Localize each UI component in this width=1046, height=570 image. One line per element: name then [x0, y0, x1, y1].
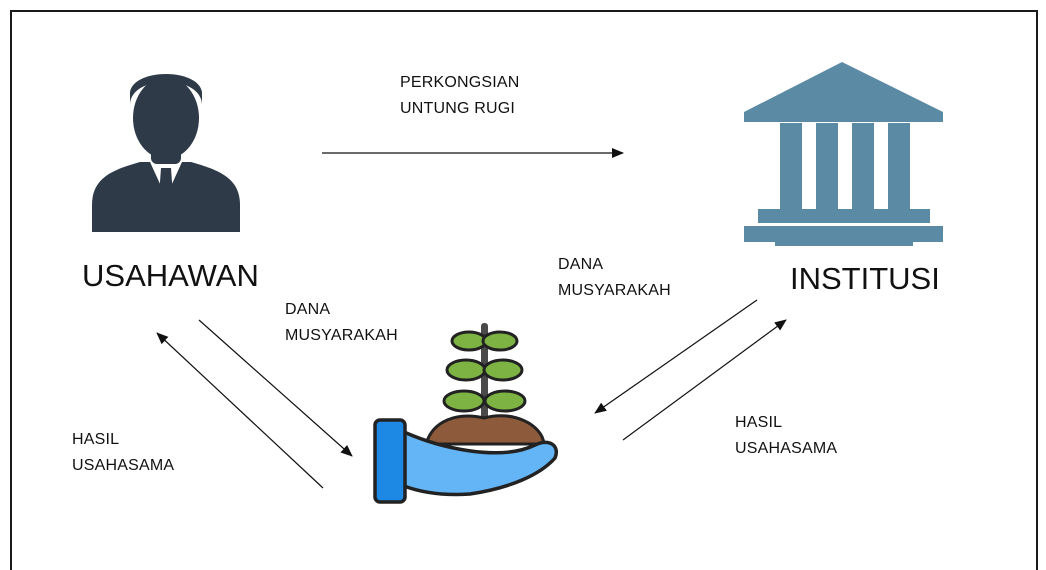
- result-right-label: HASIL USAHASAMA: [735, 410, 837, 462]
- profit-sharing-line1: PERKONGSIAN: [400, 74, 520, 91]
- fund-left-line2: MUSYARAKAH: [285, 327, 398, 344]
- profit-sharing-label: PERKONGSIAN UNTUNG RUGI: [400, 70, 520, 122]
- arrow-fund-left: [198, 319, 353, 457]
- fund-left-line1: DANA: [285, 301, 331, 318]
- arrow-result-left: [156, 332, 324, 489]
- bank-building-icon: [744, 62, 943, 246]
- result-right-line1: HASIL: [735, 414, 783, 431]
- entrepreneur-label: USAHAWAN: [82, 258, 259, 293]
- result-left-line2: USAHASAMA: [72, 457, 175, 474]
- fund-left-label: DANA MUSYARAKAH: [285, 297, 398, 349]
- fund-right-line1: DANA: [558, 256, 604, 273]
- hand-with-plant-icon: [373, 323, 558, 504]
- businessman-icon: [92, 74, 240, 232]
- institution-label: INSTITUSI: [790, 261, 940, 296]
- fund-right-line2: MUSYARAKAH: [558, 282, 671, 299]
- arrow-fund-right: [594, 299, 758, 414]
- result-left-label: HASIL USAHASAMA: [72, 427, 174, 479]
- result-left-line1: HASIL: [72, 431, 120, 448]
- fund-right-label: DANA MUSYARAKAH: [558, 252, 671, 304]
- arrow-result-right: [622, 319, 787, 441]
- profit-sharing-line2: UNTUNG RUGI: [400, 100, 516, 117]
- result-right-line2: USAHASAMA: [735, 440, 838, 457]
